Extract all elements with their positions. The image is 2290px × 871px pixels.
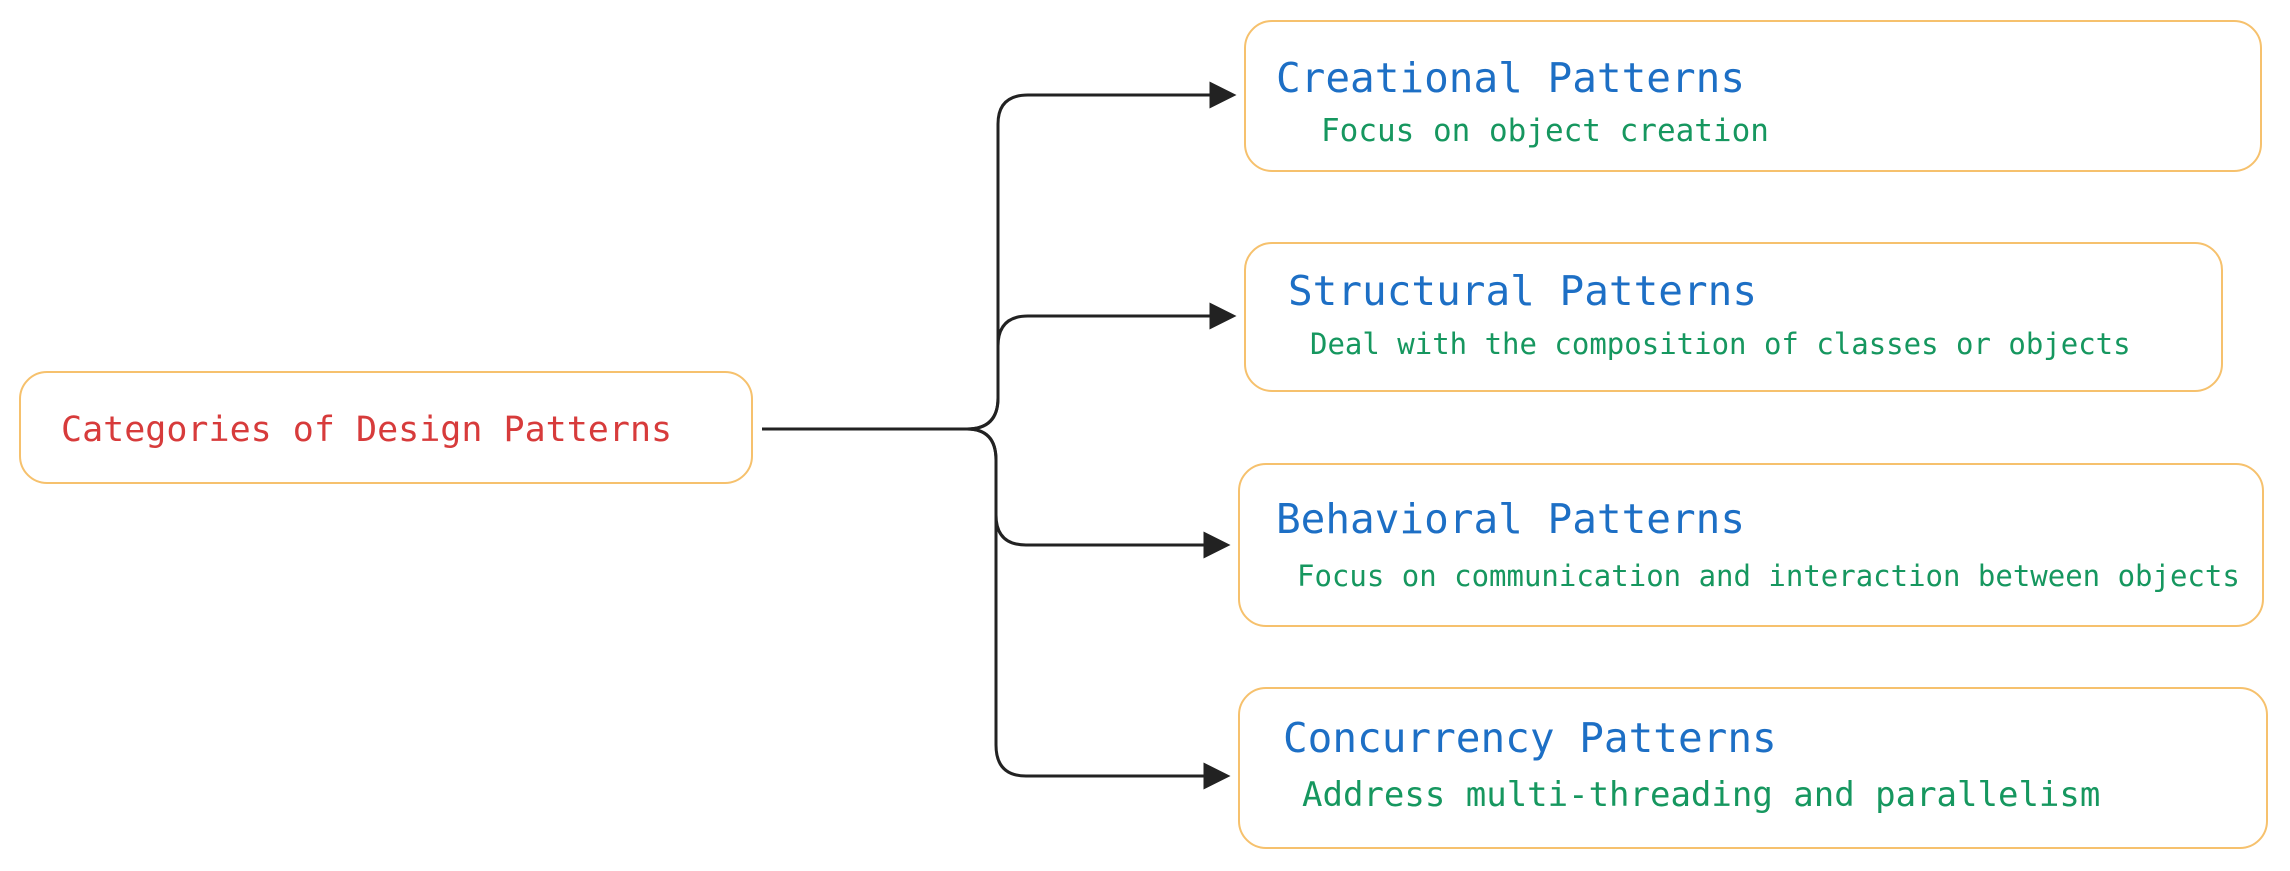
concurrency-patterns-box: Concurrency Patterns Address multi-threa…: [1238, 687, 2268, 849]
structural-patterns-description: Deal with the composition of classes or …: [1310, 327, 2131, 361]
creational-patterns-box: Creational Patterns Focus on object crea…: [1244, 20, 2262, 172]
connector-to-structural: [762, 302, 1237, 431]
root-category-box: Categories of Design Patterns: [19, 371, 753, 484]
concurrency-patterns-description: Address multi-threading and parallelism: [1302, 775, 2101, 815]
structural-patterns-title: Structural Patterns: [1288, 267, 1757, 315]
connector-to-concurrency: [762, 427, 1231, 790]
concurrency-patterns-title: Concurrency Patterns: [1283, 714, 1777, 762]
creational-patterns-description: Focus on object creation: [1321, 113, 1769, 149]
behavioral-patterns-description: Focus on communication and interaction b…: [1297, 559, 2240, 593]
structural-patterns-box: Structural Patterns Deal with the compos…: [1244, 242, 2223, 392]
root-category-label: Categories of Design Patterns: [61, 410, 673, 450]
behavioral-patterns-box: Behavioral Patterns Focus on communicati…: [1238, 463, 2264, 627]
creational-patterns-title: Creational Patterns: [1276, 54, 1745, 102]
behavioral-patterns-title: Behavioral Patterns: [1276, 495, 1745, 543]
